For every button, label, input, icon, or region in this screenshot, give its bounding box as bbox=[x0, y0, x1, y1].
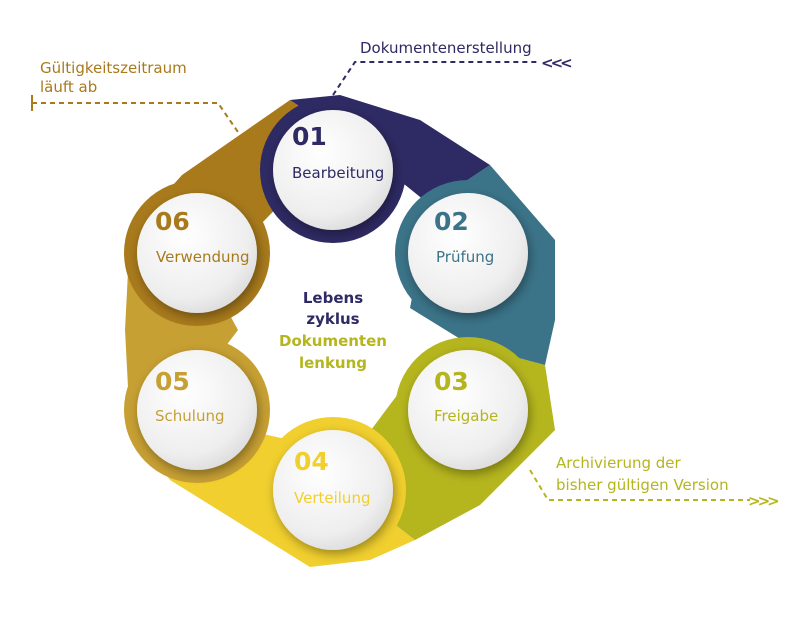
step-04-disc bbox=[273, 430, 393, 550]
annotation-top-text: Dokumentenerstellung bbox=[360, 39, 532, 57]
center-title: Lebens zyklus Dokumenten lenkung bbox=[279, 289, 387, 372]
annotation-right-text-line-2: bisher gültigen Version bbox=[556, 476, 729, 494]
step-05-number: 05 bbox=[155, 367, 190, 396]
step-04-number: 04 bbox=[294, 447, 329, 476]
annotation-left-leader bbox=[32, 102, 241, 136]
center-line-3: Dokumenten bbox=[279, 332, 387, 350]
annotation-left: Gültigkeitszeitraum läuft ab bbox=[31, 59, 241, 136]
step-01-label: Bearbeitung bbox=[292, 164, 384, 182]
step-06-disc bbox=[137, 193, 257, 313]
annotation-right-arrow-icon: >>> bbox=[748, 492, 778, 510]
step-06-label: Verwendung bbox=[156, 248, 250, 266]
annotation-left-text-line-1: Gültigkeitszeitraum bbox=[40, 59, 187, 77]
step-02-disc bbox=[408, 193, 528, 313]
annotation-top-arrow-icon: <<< bbox=[541, 54, 571, 72]
annotation-right: Archivierung der bisher gültigen Version… bbox=[529, 454, 781, 510]
annotation-top: Dokumentenerstellung <<< bbox=[332, 39, 574, 96]
step-03-disc bbox=[408, 350, 528, 470]
annotation-left-text-line-2: läuft ab bbox=[40, 78, 97, 96]
step-tiles bbox=[124, 97, 541, 563]
step-04-label: Verteilung bbox=[294, 489, 370, 507]
step-05-label: Schulung bbox=[155, 407, 225, 425]
step-06-number: 06 bbox=[155, 207, 190, 236]
center-line-4: lenkung bbox=[299, 354, 367, 372]
annotation-right-text-line-1: Archivierung der bbox=[556, 454, 682, 472]
step-05-disc bbox=[137, 350, 257, 470]
step-02-number: 02 bbox=[434, 207, 469, 236]
step-01-disc bbox=[273, 110, 393, 230]
annotation-right-leader bbox=[529, 469, 750, 501]
center-line-1: Lebens bbox=[303, 289, 363, 307]
step-03-label: Freigabe bbox=[434, 407, 498, 425]
center-line-2: zyklus bbox=[306, 310, 359, 328]
step-texts: 01 Bearbeitung 02 Prüfung 03 Freigabe 04… bbox=[155, 122, 498, 507]
annotation-top-leader bbox=[332, 61, 540, 96]
step-03-number: 03 bbox=[434, 367, 469, 396]
step-02-label: Prüfung bbox=[436, 248, 494, 266]
step-01-number: 01 bbox=[292, 122, 327, 151]
